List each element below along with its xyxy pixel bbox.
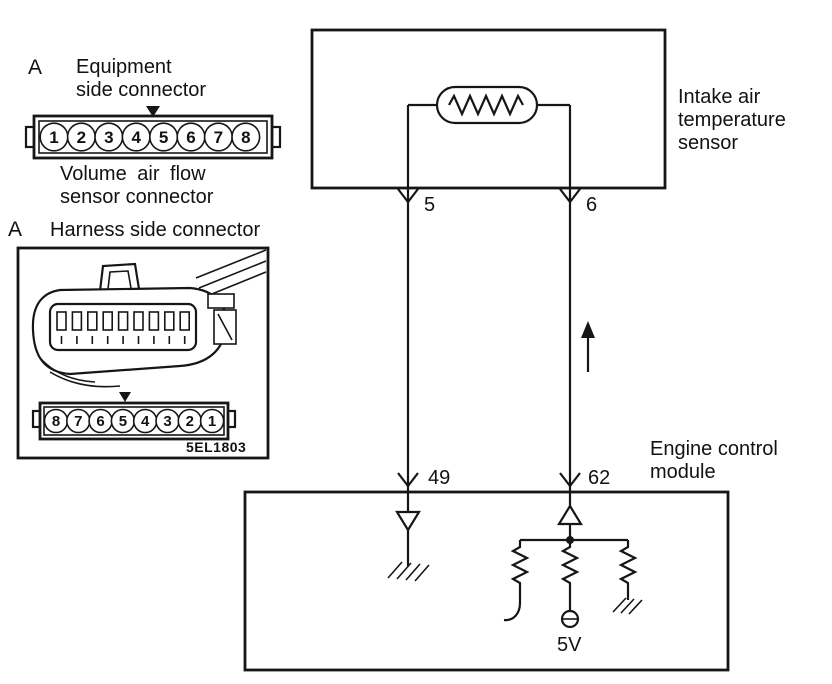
pin-circle xyxy=(199,408,225,434)
pin-number: 8 xyxy=(241,128,250,147)
vaf-caption-line1: Volume air flow xyxy=(60,163,206,185)
equipment-connector-title-line2: side connector xyxy=(76,79,207,101)
harness-connector-illustration xyxy=(31,249,267,388)
pin-number: 8 xyxy=(52,413,60,430)
resistor-middle xyxy=(560,540,580,629)
pin-number: 6 xyxy=(96,413,104,430)
ground-symbol-right xyxy=(612,597,643,615)
alignment-arrow-top xyxy=(146,106,160,117)
connector-symbol-pin6 xyxy=(559,188,581,203)
pigtail-hook xyxy=(503,602,522,622)
ecm-pin-62-label: 62 xyxy=(588,467,611,489)
sensor-label-line2: temperature xyxy=(678,109,786,131)
vaf-caption-line2: sensor connector xyxy=(60,186,214,208)
equipment-connector-strip: 1 2 3 4 5 6 7 8 xyxy=(24,106,282,160)
sensor-pin-6-label: 6 xyxy=(586,194,598,216)
resistor-right xyxy=(612,540,643,615)
pin-number: 2 xyxy=(186,413,194,430)
sensor-label-line1: Intake air xyxy=(678,86,761,108)
pin-number: 2 xyxy=(77,128,86,147)
section-marker-equipment: A xyxy=(28,56,43,79)
pin-number: 1 xyxy=(208,413,216,430)
pin-circle xyxy=(231,122,261,152)
pin-number: 6 xyxy=(186,128,195,147)
thermistor-symbol xyxy=(408,85,570,125)
ecm-label-line1: Engine control xyxy=(650,438,778,460)
sensor-label-line3: sensor xyxy=(678,132,739,154)
ecm-pin-49-label: 49 xyxy=(428,467,451,489)
sensor-pin-5-label: 5 xyxy=(424,194,436,216)
figure-code: 5EL1803 xyxy=(186,439,247,455)
harness-connector-title: Harness side connector xyxy=(50,219,261,241)
pin-number: 7 xyxy=(74,413,82,430)
pin-number: 3 xyxy=(163,413,171,430)
pin-number: 4 xyxy=(131,128,141,147)
harness-connector-strip: 8 7 6 5 4 3 2 1 xyxy=(31,392,237,441)
equipment-connector-title-line1: Equipment xyxy=(76,56,172,78)
pin-number: 4 xyxy=(141,413,150,430)
voltage-label: 5V xyxy=(557,634,582,656)
intake-air-temp-sensor-box xyxy=(310,28,667,190)
flow-direction-arrow xyxy=(581,321,595,372)
pin49-ground-branch xyxy=(387,510,430,582)
pin62-reference-branch xyxy=(503,503,643,629)
ecm-label-line2: module xyxy=(650,461,716,483)
pin-number: 7 xyxy=(214,128,223,147)
connector-symbol-pin49 xyxy=(397,472,419,487)
connector-symbol-pin5 xyxy=(397,188,419,203)
pin-number: 3 xyxy=(104,128,113,147)
resistor-left xyxy=(503,540,530,622)
harness-connector-figure-box xyxy=(16,246,270,460)
alignment-arrow-bottom xyxy=(119,392,131,402)
pin-number: 5 xyxy=(159,128,168,147)
pin-number: 5 xyxy=(119,413,127,430)
engine-control-module-box xyxy=(243,490,730,672)
section-marker-harness: A xyxy=(8,218,23,241)
ground-symbol-left xyxy=(387,561,430,582)
connector-symbol-pin62 xyxy=(559,472,581,487)
pin-number: 1 xyxy=(49,128,58,147)
